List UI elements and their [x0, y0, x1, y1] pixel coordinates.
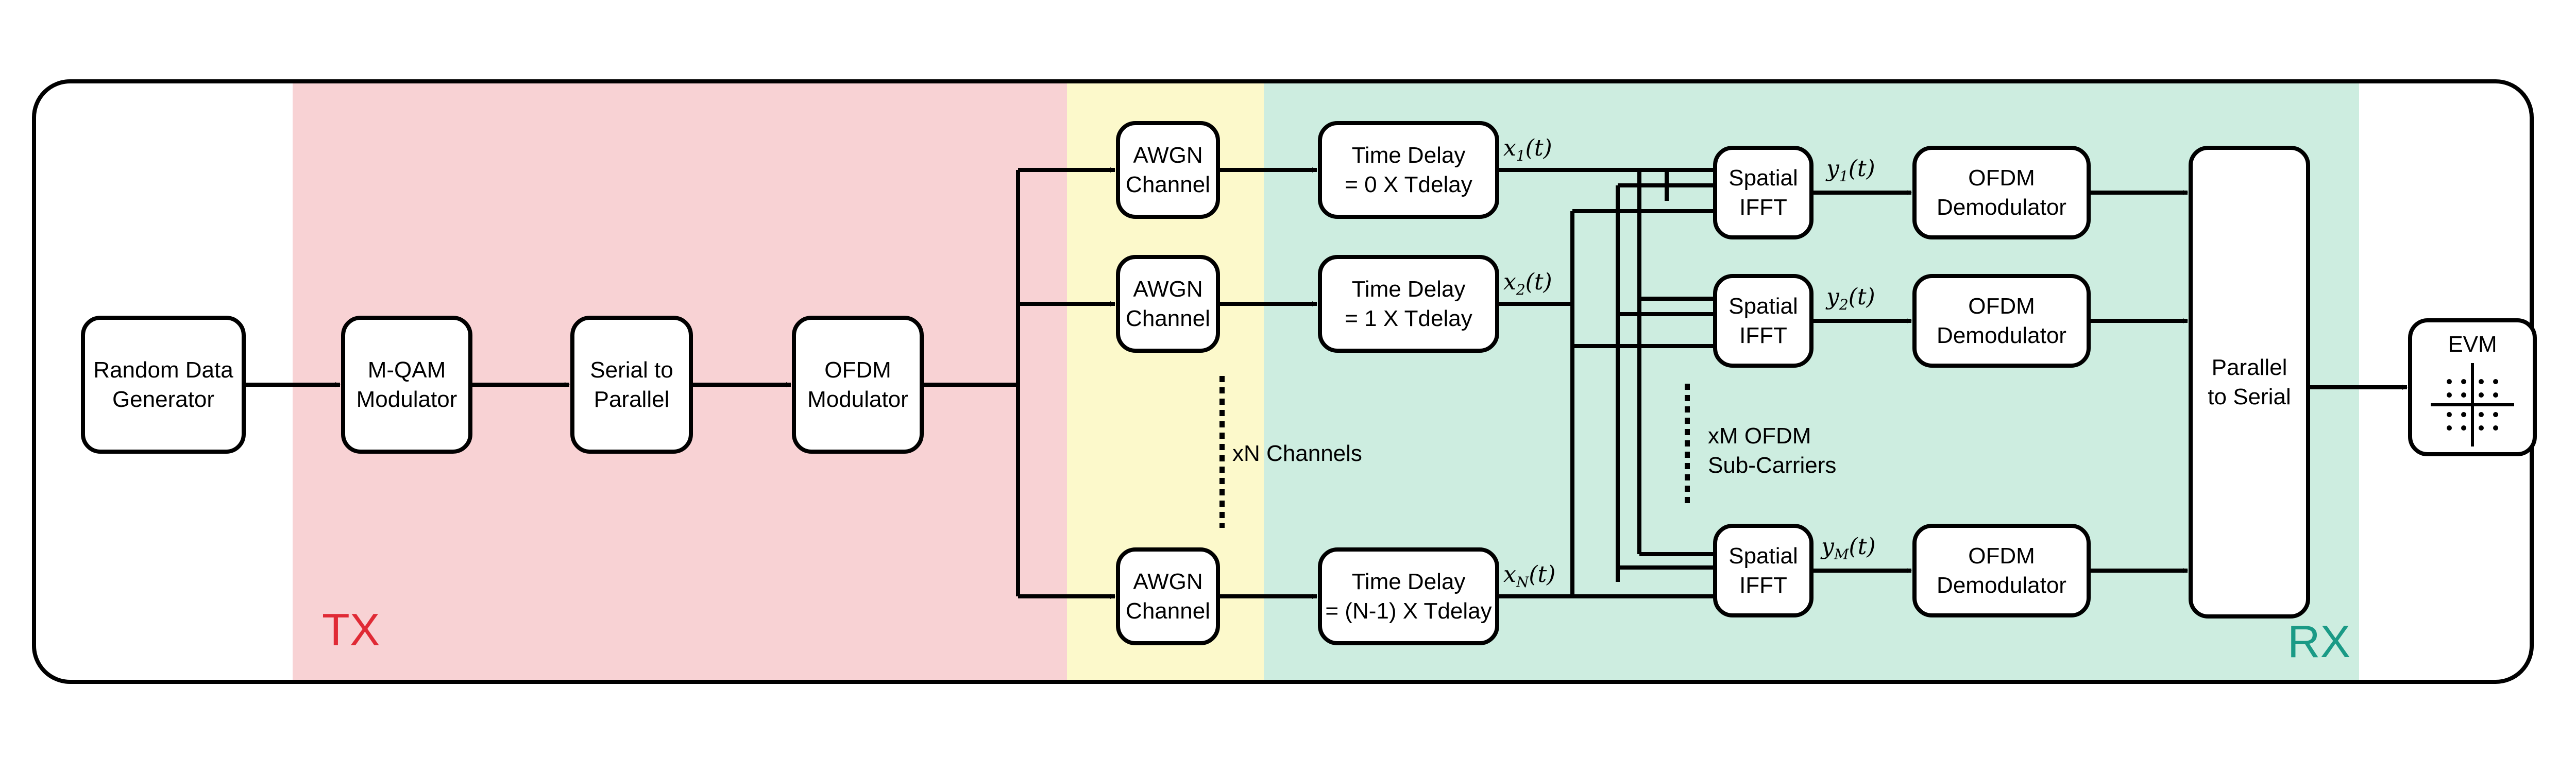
time-delay-2-block: Time Delay = 1 X Tdelay — [1318, 255, 1499, 353]
signal-xn-label: xN(t) — [1503, 561, 1556, 591]
signal-ym-label: yM(t) — [1821, 534, 1876, 563]
channels-note: xN Channels — [1232, 441, 1362, 466]
subcarriers-note: xM OFDM Sub-Carriers — [1708, 423, 1837, 478]
signal-y2-label: y2(t) — [1826, 284, 1875, 313]
tx-label: TX — [322, 604, 380, 655]
mqam-modulator-block: M-QAM Modulator — [341, 316, 472, 454]
ofdm-demodulator-1-block: OFDM Demodulator — [1912, 146, 2091, 239]
awgn-channel-n-block: AWGN Channel — [1116, 547, 1220, 645]
constellation-icon — [2431, 363, 2514, 447]
ofdm-modulator-block: OFDM Modulator — [792, 316, 924, 454]
evm-block: EVM — [2408, 318, 2537, 456]
spatial-ifft-1-block: Spatial IFFT — [1713, 146, 1814, 239]
ofdm-demodulator-m-block: OFDM Demodulator — [1912, 524, 2091, 617]
awgn-channel-1-block: AWGN Channel — [1116, 121, 1220, 219]
signal-x1-label: x1(t) — [1503, 135, 1552, 164]
spatial-ifft-2-block: Spatial IFFT — [1713, 274, 1814, 368]
evm-label: EVM — [2448, 332, 2497, 357]
random-data-generator-block: Random Data Generator — [81, 316, 246, 454]
signal-y1-label: y1(t) — [1826, 156, 1875, 185]
parallel-to-serial-block: Parallel to Serial — [2189, 146, 2310, 619]
serial-to-parallel-block: Serial to Parallel — [570, 316, 693, 454]
spatial-ifft-m-block: Spatial IFFT — [1713, 524, 1814, 617]
awgn-channel-2-block: AWGN Channel — [1116, 255, 1220, 353]
rx-label: RX — [2287, 616, 2351, 667]
time-delay-n-block: Time Delay = (N-1) X Tdelay — [1318, 547, 1499, 645]
signal-x2-label: x2(t) — [1503, 269, 1552, 298]
ofdm-demodulator-2-block: OFDM Demodulator — [1912, 274, 2091, 368]
time-delay-1-block: Time Delay = 0 X Tdelay — [1318, 121, 1499, 219]
